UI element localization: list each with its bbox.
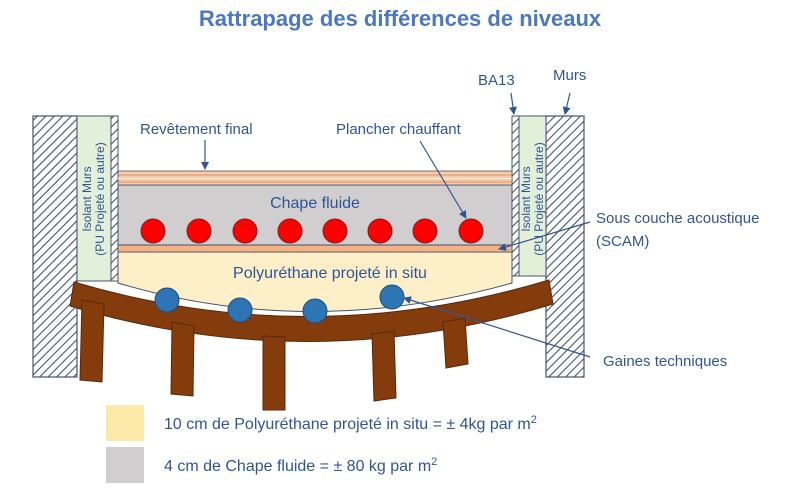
heating-tube: [458, 218, 484, 244]
heating-tube: [412, 218, 438, 244]
label-polyurethane: Polyuréthane projeté in situ: [233, 265, 427, 282]
technical-conduits: [154, 284, 405, 324]
conduit: [154, 287, 180, 313]
heating-tube: [322, 218, 348, 244]
right-wall: [545, 115, 585, 378]
label-murs: Murs: [553, 67, 586, 84]
joist: [442, 317, 469, 369]
conduit: [302, 298, 328, 324]
left-wall: [32, 115, 78, 378]
legend: 10 cm de Polyuréthane projeté in situ = …: [106, 405, 537, 483]
legend-text-polyurethane: 10 cm de Polyuréthane projeté in situ = …: [164, 414, 537, 433]
right-insulation: [518, 115, 547, 277]
right-ba13: [511, 115, 520, 277]
label-sous-couche: Sous couche acoustique: [596, 210, 759, 227]
label-scam: (SCAM): [596, 233, 649, 250]
acoustic-underlayer: [117, 244, 513, 253]
joist: [170, 321, 195, 397]
joist: [371, 330, 397, 402]
heating-tube: [367, 218, 393, 244]
conduit: [379, 284, 405, 310]
legend-swatch-chape: [106, 447, 144, 483]
joist: [79, 299, 105, 383]
joist: [262, 335, 286, 411]
arrow-ba13: [509, 92, 517, 115]
label-plancher: Plancher chauffant: [336, 121, 462, 138]
label-isolant-right-1: Isolant Murs: [519, 166, 533, 231]
label-isolant-left-1: Isolant Murs: [80, 166, 94, 231]
label-revetement: Revêtement final: [140, 121, 253, 138]
heating-tube: [140, 218, 166, 244]
arrow-sous-couche: [498, 221, 591, 251]
legend-swatch-polyurethane: [106, 405, 144, 441]
heating-tube: [186, 218, 212, 244]
timber-structure: [69, 279, 554, 411]
label-chape: Chape fluide: [270, 195, 360, 212]
legend-text-chape: 4 cm de Chape fluide = ± 80 kg par m2: [164, 456, 437, 475]
heating-tubes: [140, 218, 484, 244]
label-isolant-left-2: (PU Projeté ou autre): [93, 142, 107, 255]
left-insulation: [76, 115, 112, 282]
label-ba13: BA13: [478, 72, 515, 89]
left-ba13: [110, 115, 119, 282]
revetement-layer: [117, 170, 513, 186]
label-isolant-right-2: (PU Projeté ou autre): [532, 142, 546, 255]
arrow-plancher: [419, 140, 467, 219]
conduit: [227, 297, 253, 323]
arrow-murs: [562, 92, 571, 115]
page-title: Rattrapage des différences de niveaux: [198, 6, 602, 31]
heating-tube: [232, 218, 258, 244]
label-gaines: Gaines techniques: [603, 353, 727, 370]
arrow-gaines: [403, 296, 591, 358]
chape-layer: [117, 184, 513, 246]
heating-tube: [277, 218, 303, 244]
